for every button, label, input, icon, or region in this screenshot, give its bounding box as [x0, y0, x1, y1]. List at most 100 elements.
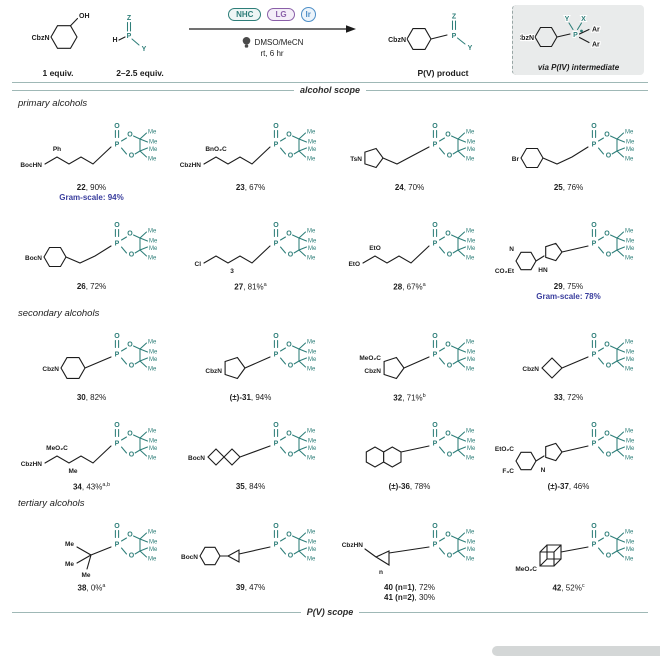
svg-text:F₃C: F₃C [502, 468, 514, 475]
svg-text:Me: Me [307, 130, 316, 136]
compound-caption: 42, 52%c [552, 582, 585, 593]
svg-text:O: O [591, 523, 597, 530]
catalyst-pill-ir: Ir [300, 7, 316, 22]
compound-caption: 27, 81%a [234, 281, 267, 292]
divider-line [12, 89, 294, 91]
svg-text:P: P [591, 440, 596, 447]
svg-text:Me: Me [148, 130, 157, 136]
svg-text:Me: Me [149, 547, 158, 553]
svg-text:Me: Me [307, 366, 316, 372]
svg-text:Me: Me [626, 547, 635, 553]
phosphonate-group [273, 129, 307, 158]
svg-text:Me: Me [467, 357, 476, 363]
svg-text:P: P [591, 240, 596, 247]
svg-text:Me: Me [307, 339, 316, 345]
svg-text:MeO₂C: MeO₂C [359, 355, 381, 362]
reagent-z-label: Z [127, 15, 132, 22]
svg-text:Me: Me [466, 556, 475, 562]
gram-scale-note: Gram-scale: 94% [59, 193, 124, 203]
light-bulb-icon [242, 37, 250, 48]
svg-text:O: O [114, 422, 120, 429]
svg-text:Me: Me [467, 140, 476, 146]
svg-text:O: O [604, 531, 610, 538]
svg-text:Me: Me [307, 255, 316, 261]
compound-caption: 33, 72% [553, 392, 584, 402]
svg-text:Me: Me [467, 446, 476, 452]
svg-text:Me: Me [148, 556, 157, 562]
svg-text:O: O [287, 153, 293, 160]
svg-text:Me: Me [626, 246, 635, 252]
product-structure: CbzN P Z Y [387, 13, 474, 54]
svg-text:O: O [432, 222, 438, 229]
compound-caption: 32, 71%b [393, 392, 426, 403]
svg-text:O: O [273, 422, 279, 429]
svg-text:Me: Me [466, 428, 475, 434]
compound-caption: 29, 75%Gram-scale: 78% [536, 281, 601, 302]
svg-text:O: O [446, 451, 452, 458]
reactant-block: CbzN OH 1 equiv. [12, 5, 104, 78]
product-n-label: CbzN [388, 37, 406, 44]
svg-text:n: n [379, 569, 383, 576]
svg-text:O: O [591, 333, 597, 340]
svg-text:Me: Me [467, 246, 476, 252]
phosphonate-group [114, 428, 148, 457]
divider-line [12, 611, 301, 613]
svg-text:O: O [432, 123, 438, 130]
svg-text:O: O [432, 523, 438, 530]
reagent-p-label: P [127, 33, 132, 40]
svg-text:Me: Me [308, 539, 317, 545]
divider-alcohol-scope: alcohol scope [12, 85, 648, 95]
conditions-row: DMSO/MeCN [241, 36, 303, 49]
svg-text:MeO₂C: MeO₂C [46, 445, 68, 452]
intermediate-box: CbzN P Y X Ar Ar via P(IV) intermediate [512, 5, 644, 75]
compound-caption: 40 (n=1), 72%41 (n=2), 30% [384, 582, 435, 603]
svg-text:P: P [591, 351, 596, 358]
svg-text:EtO₂C: EtO₂C [494, 446, 513, 453]
svg-text:O: O [605, 552, 611, 559]
svg-text:Me: Me [308, 357, 317, 363]
product-p-label: P [452, 33, 457, 40]
phosphonate-group [273, 228, 307, 257]
catalyst-pill-lg: LG [267, 8, 295, 21]
svg-text:Me: Me [307, 428, 316, 434]
divider-line [359, 611, 649, 613]
scrollbar-thumb[interactable] [492, 646, 660, 656]
svg-text:O: O [591, 222, 597, 229]
svg-text:Me: Me [149, 246, 158, 252]
svg-text:O: O [605, 451, 611, 458]
svg-text:O: O [286, 230, 292, 237]
phosphonate-group [114, 339, 148, 368]
svg-text:O: O [128, 451, 134, 458]
svg-text:O: O [287, 451, 293, 458]
svg-text:Cl: Cl [194, 261, 201, 268]
svg-text:Me: Me [467, 349, 476, 355]
svg-text:CbzN: CbzN [42, 366, 59, 373]
svg-text:O: O [286, 341, 292, 348]
svg-text:CbzN: CbzN [364, 368, 381, 375]
svg-text:O: O [446, 251, 452, 258]
svg-text:Me: Me [308, 140, 317, 146]
svg-text:3: 3 [230, 268, 234, 275]
svg-text:Me: Me [626, 140, 635, 146]
svg-text:O: O [286, 132, 292, 139]
svg-text:Me: Me [148, 339, 157, 345]
intermediate-n-label: CbzN [520, 35, 534, 42]
compound-caption: 30, 82% [76, 392, 107, 402]
reactant-equiv: 1 equiv. [42, 68, 74, 78]
svg-text:O: O [287, 251, 293, 258]
svg-text:Me: Me [307, 228, 316, 234]
svg-text:Me: Me [308, 147, 317, 153]
